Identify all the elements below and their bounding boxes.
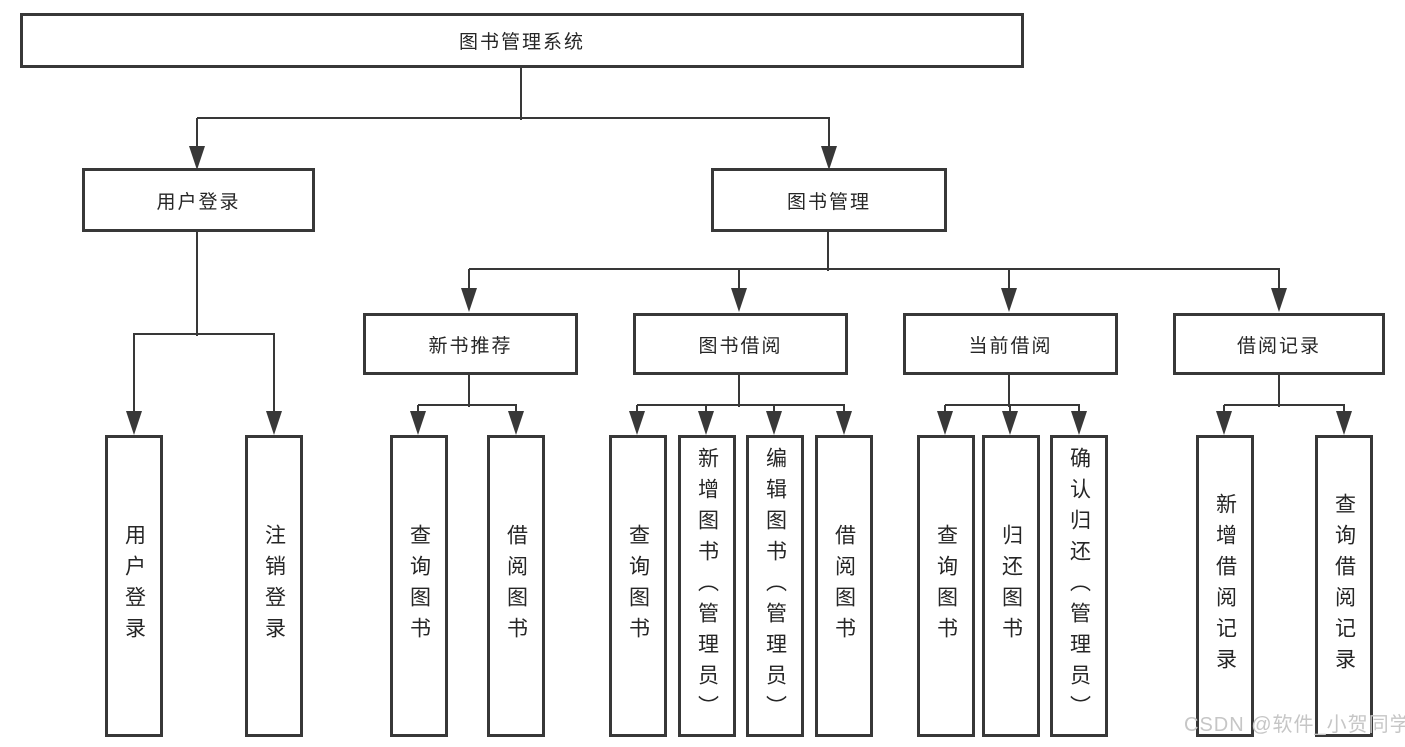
connector-line xyxy=(520,68,522,120)
leaf-return-books: 归还图书 xyxy=(982,435,1040,737)
leaf-borrow-books-label: 借阅图书 xyxy=(504,524,528,648)
arrow-down-icon xyxy=(1216,411,1232,435)
node-book-borrowing-label: 图书借阅 xyxy=(698,335,783,357)
leaf-user-login-label: 用户登录 xyxy=(122,524,146,648)
leaf-edit-books-admin: 编辑图书（管理员） xyxy=(746,435,804,737)
leaf-logout: 注销登录 xyxy=(245,435,303,737)
arrow-down-icon xyxy=(1001,288,1017,312)
leaf-borrow-books-label: 借阅图书 xyxy=(832,524,856,648)
node-current-borrowing-label: 当前借阅 xyxy=(968,335,1053,357)
leaf-add-borrow-record-label: 新增借阅记录 xyxy=(1213,493,1237,679)
leaf-borrow-books: 借阅图书 xyxy=(487,435,545,737)
connector-line xyxy=(196,232,198,336)
node-borrow-records-label: 借阅记录 xyxy=(1236,335,1321,357)
leaf-confirm-return-admin: 确认归还（管理员） xyxy=(1050,435,1108,737)
connector-line xyxy=(945,404,1080,406)
node-new-book-recommend-label: 新书推荐 xyxy=(428,335,513,357)
arrow-down-icon xyxy=(731,288,747,312)
leaf-query-books: 查询图书 xyxy=(609,435,667,737)
arrow-down-icon xyxy=(1336,411,1352,435)
connector-line xyxy=(1278,269,1280,296)
connector-line xyxy=(1278,375,1280,407)
connector-line xyxy=(828,118,830,152)
leaf-add-books-admin: 新增图书（管理员） xyxy=(678,435,736,737)
leaf-edit-books-admin-label: 编辑图书（管理员） xyxy=(763,446,787,726)
leaf-query-books: 查询图书 xyxy=(390,435,448,737)
connector-line xyxy=(637,404,845,406)
leaf-return-books-label: 归还图书 xyxy=(999,524,1023,648)
arrow-down-icon xyxy=(1271,288,1287,312)
leaf-add-borrow-record: 新增借阅记录 xyxy=(1196,435,1254,737)
node-library-system-label: 图书管理系统 xyxy=(458,32,585,53)
node-book-management-label: 图书管理 xyxy=(786,191,871,213)
connector-line xyxy=(738,375,740,407)
connector-line xyxy=(273,334,275,420)
arrow-down-icon xyxy=(266,411,282,435)
leaf-query-borrow-record: 查询借阅记录 xyxy=(1315,435,1373,737)
node-library-system: 图书管理系统 xyxy=(20,13,1024,68)
leaf-query-borrow-record-label: 查询借阅记录 xyxy=(1332,493,1356,679)
connector-line xyxy=(827,232,829,271)
connector-line xyxy=(1008,375,1010,407)
leaf-query-books: 查询图书 xyxy=(917,435,975,737)
connector-line xyxy=(418,404,517,406)
arrow-down-icon xyxy=(410,411,426,435)
connector-line xyxy=(468,269,470,296)
connector-line xyxy=(1008,269,1010,296)
node-user-login: 用户登录 xyxy=(82,168,315,232)
csdn-watermark: CSDN @软件_小贺同学 xyxy=(1184,714,1405,736)
leaf-query-books-label: 查询图书 xyxy=(934,524,958,648)
leaf-query-books-label: 查询图书 xyxy=(407,524,431,648)
arrow-down-icon xyxy=(189,146,205,170)
arrow-down-icon xyxy=(698,411,714,435)
leaf-query-books-label: 查询图书 xyxy=(626,524,650,648)
leaf-confirm-return-admin-label: 确认归还（管理员） xyxy=(1067,446,1091,726)
arrow-down-icon xyxy=(629,411,645,435)
connector-line xyxy=(197,117,830,119)
connector-line xyxy=(196,118,198,152)
leaf-add-books-admin-label: 新增图书（管理员） xyxy=(695,446,719,726)
arrow-down-icon xyxy=(1071,411,1087,435)
arrow-down-icon xyxy=(126,411,142,435)
arrow-down-icon xyxy=(821,146,837,170)
leaf-borrow-books: 借阅图书 xyxy=(815,435,873,737)
node-new-book-recommend: 新书推荐 xyxy=(363,313,578,375)
connector-line xyxy=(133,334,135,420)
node-book-management: 图书管理 xyxy=(711,168,947,232)
node-borrow-records: 借阅记录 xyxy=(1173,313,1385,375)
connector-line xyxy=(468,375,470,407)
connector-line xyxy=(469,268,1280,270)
arrow-down-icon xyxy=(836,411,852,435)
arrow-down-icon xyxy=(508,411,524,435)
node-book-borrowing: 图书借阅 xyxy=(633,313,848,375)
connector-line xyxy=(738,269,740,296)
leaf-logout-label: 注销登录 xyxy=(262,524,286,648)
node-current-borrowing: 当前借阅 xyxy=(903,313,1118,375)
connector-line xyxy=(1224,404,1345,406)
node-user-login-label: 用户登录 xyxy=(156,191,241,213)
connector-line xyxy=(133,333,275,335)
arrow-down-icon xyxy=(766,411,782,435)
arrow-down-icon xyxy=(937,411,953,435)
arrow-down-icon xyxy=(1002,411,1018,435)
arrow-down-icon xyxy=(461,288,477,312)
leaf-user-login: 用户登录 xyxy=(105,435,163,737)
